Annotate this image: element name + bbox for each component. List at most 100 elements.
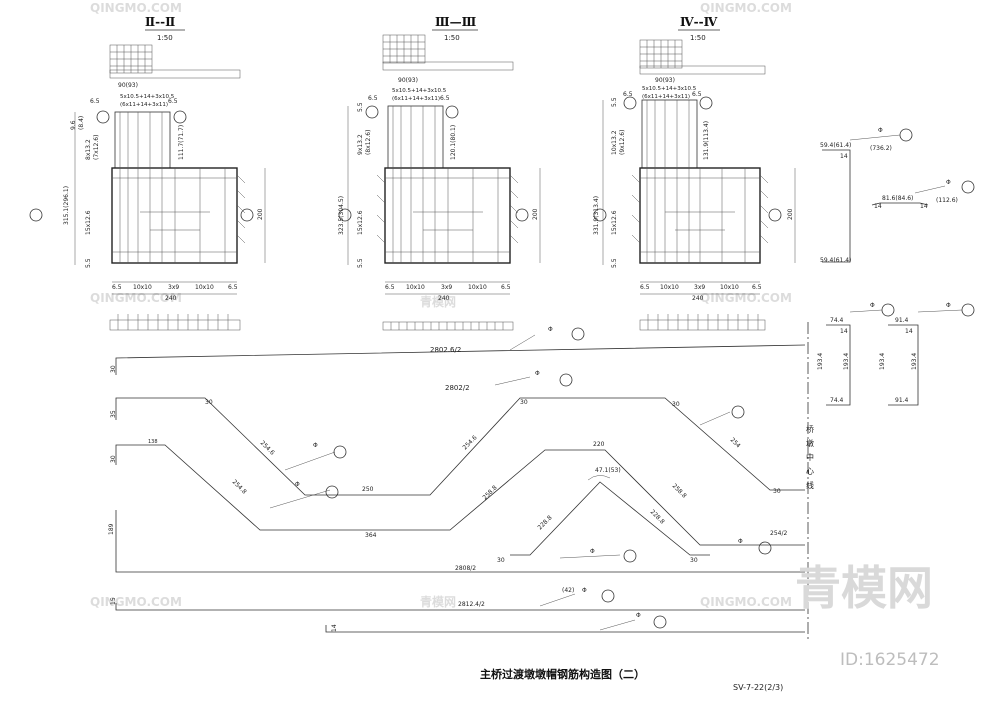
callout-circle	[623, 549, 637, 563]
bar-shape-2: 81.6(84.6) 14 14 (112.6) Φ	[871, 179, 975, 210]
dim: 30	[110, 455, 117, 463]
bottom-mesh	[639, 314, 766, 331]
dim: 91.4	[895, 317, 909, 324]
phi-label: Φ	[295, 481, 300, 488]
dim: (42)	[562, 587, 574, 594]
phi-label: Φ	[870, 302, 875, 309]
leader-line	[849, 309, 883, 313]
callout-circle	[961, 303, 975, 317]
callout-circle	[515, 208, 529, 222]
section-4: Ⅳ--Ⅳ 1:50 90(93) 6.5 5x10.5+14+3x10.5 (6…	[593, 15, 796, 331]
dim: 6.5	[168, 98, 178, 105]
dim: 10x10	[660, 284, 679, 291]
dim: 6.5	[440, 95, 450, 102]
watermark-text: QINGMO.COM	[90, 595, 182, 609]
callout-circle	[338, 208, 352, 222]
dim: 200	[257, 208, 264, 220]
dim: 6.5	[640, 284, 650, 291]
phi-label: Φ	[582, 587, 587, 594]
dim: (8.4)	[78, 116, 85, 130]
dim: 240	[692, 295, 704, 302]
dim: (7x12.6)	[93, 135, 100, 160]
bar-6: 14 Φ	[325, 612, 805, 633]
leader-line	[917, 309, 963, 313]
dim: 6.5	[90, 98, 100, 105]
dim: 14	[840, 153, 848, 160]
rebar-lines	[112, 112, 246, 263]
dim: 2812.4/2	[458, 601, 485, 608]
callout-circle	[173, 110, 187, 124]
dim: 6.5	[501, 284, 511, 291]
dim: 74.4	[830, 317, 844, 324]
callout-circle	[325, 485, 339, 499]
bar-3: 30 138 254.8 364 258.8 220 258.8 254/2 Φ…	[110, 439, 805, 555]
phi-label: Φ	[313, 442, 318, 449]
dim: 5.5	[357, 102, 364, 112]
dim: 5x10.5+14+3x10.5	[120, 94, 175, 100]
dim: 220	[593, 441, 605, 448]
dim: 30	[110, 365, 117, 373]
bar-shape-1: 59.4(61.4) 14 (736.2) 59.4(61.4) Φ	[820, 127, 913, 264]
section-title: Ⅱ--Ⅱ	[145, 15, 175, 29]
dim: 331.9(313.4)	[593, 196, 600, 235]
leader-line	[699, 411, 731, 426]
dim: 254/2	[770, 530, 787, 537]
dim: 228.8	[536, 514, 553, 531]
leader-line	[509, 334, 536, 351]
phi-label: Φ	[946, 179, 951, 186]
dim: (736.2)	[870, 145, 892, 152]
dim: 59.4(61.4)	[820, 257, 851, 264]
phi-label: Φ	[636, 612, 641, 619]
dim: (6x11+14+3x11)	[120, 102, 168, 108]
dim: 240	[165, 295, 177, 302]
leader-line	[269, 489, 331, 509]
dim: 315.1(296.1)	[63, 186, 70, 225]
dim: 200	[787, 208, 794, 220]
dim: 14	[920, 203, 928, 210]
callout-circle	[768, 208, 782, 222]
dim: 5.5	[611, 258, 618, 268]
dim: 14	[874, 203, 882, 210]
callout-circle	[699, 96, 713, 110]
dim: 10x10	[468, 284, 487, 291]
dim: 131.9(113.4)	[703, 121, 710, 160]
dim: 258.8	[671, 482, 688, 499]
callout-circle	[653, 615, 667, 629]
drawing-title: 主桥过渡墩墩帽钢筋构造图（二）	[480, 667, 645, 681]
cap-body	[384, 167, 511, 264]
dim: 14	[331, 624, 338, 632]
dim: 5.5	[357, 258, 364, 268]
dim: 120.1(80.1)	[450, 125, 457, 160]
dim: 323.5(304.5)	[338, 196, 345, 235]
angle-arc	[587, 475, 611, 481]
dim: 254.6	[461, 434, 478, 451]
leader-line	[539, 593, 576, 607]
dim: 6.5	[752, 284, 762, 291]
dim: 254.6	[259, 439, 276, 456]
mesh-small	[109, 44, 241, 79]
watermark-text: QINGMO.COM	[700, 291, 792, 305]
callout-circle	[758, 541, 772, 555]
bar-2: 35 2802/2 30 30 30 254.6 254.6 254 250 3…	[110, 370, 805, 496]
section-scale: 1:50	[157, 34, 173, 42]
dim: (112.6)	[936, 197, 958, 204]
dim: 5.5	[611, 97, 618, 107]
dim: 15x12.6	[85, 210, 92, 235]
dim: 15x12.6	[357, 210, 364, 235]
dim: 47.1(53)	[595, 467, 621, 474]
u-bar-1: 74.4 14 193.4 193.4 74.4 Φ	[817, 302, 895, 406]
phi-label: Φ	[590, 548, 595, 555]
image-id-label: ID:1625472	[840, 650, 940, 670]
drawing-number: SV-7-22(2/3)	[733, 683, 783, 692]
center-line-label: 桥墩中心线	[806, 424, 815, 495]
dim: 8x13.2	[85, 139, 92, 160]
dim: 193.4	[911, 353, 918, 370]
callout-circle	[961, 180, 975, 194]
dim: 2808/2	[455, 565, 476, 572]
callout-circle	[571, 327, 585, 341]
callout-circle	[96, 110, 110, 124]
dim: 30	[205, 399, 213, 406]
dim: 5x10.5+14+3x10.5	[642, 86, 697, 92]
dim: (6x11+14+3x11)	[392, 96, 440, 102]
dim: 2802/2	[445, 384, 470, 392]
